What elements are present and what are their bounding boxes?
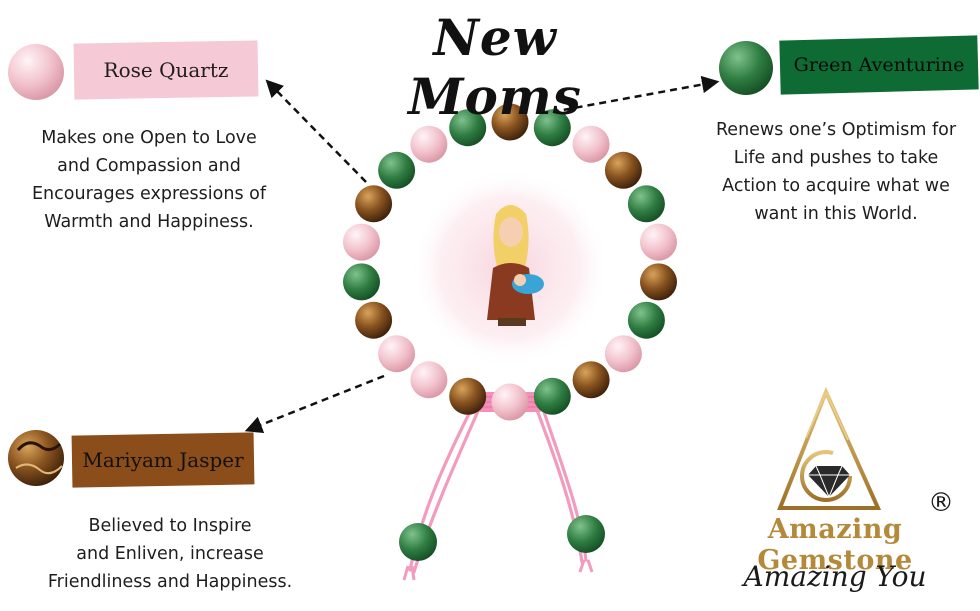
brand-logo-icon bbox=[777, 386, 882, 510]
mariyam-jasper-description: Believed to Inspire and Enliven, increas… bbox=[20, 512, 320, 596]
bracelet-bead-rose bbox=[491, 383, 529, 421]
bracelet-bead-green bbox=[449, 109, 487, 147]
green-aventurine-arrow bbox=[551, 75, 720, 114]
description-line: and Enliven, increase bbox=[76, 544, 264, 564]
end-bead-right bbox=[567, 515, 605, 553]
bracelet-bead-jasper bbox=[640, 263, 677, 301]
description-line: Warmth and Happiness. bbox=[44, 212, 254, 232]
brand-name: Amazing Gemstone bbox=[757, 514, 913, 576]
bracelet-bead-rose bbox=[378, 335, 416, 373]
description-line: Friendliness and Happiness. bbox=[47, 572, 293, 592]
rose-quartz-stone bbox=[8, 44, 64, 100]
bracelet-bead-jasper bbox=[355, 301, 393, 339]
bracelet-bead-green bbox=[533, 377, 571, 415]
bracelet-bead-jasper bbox=[491, 103, 529, 141]
bracelet-bead-green bbox=[533, 109, 571, 147]
bracelet-bead-rose bbox=[640, 223, 677, 261]
bracelet-bead-rose bbox=[572, 125, 610, 163]
bracelet-bead-rose bbox=[410, 125, 448, 163]
mariyam-jasper-label-bg bbox=[71, 432, 255, 488]
description-line: Renews one’s Optimism for bbox=[715, 120, 957, 140]
rose-quartz-label-bg bbox=[73, 40, 259, 100]
bracelet-bead-jasper bbox=[572, 361, 610, 399]
green-aventurine-stone bbox=[719, 41, 773, 95]
description-line: Makes one Open to Love bbox=[41, 128, 257, 148]
end-bead-left bbox=[399, 523, 437, 561]
description-line: and Compassion and bbox=[57, 156, 241, 176]
mariyam-jasper-arrow bbox=[244, 374, 385, 433]
bracelet-bead-green bbox=[343, 263, 380, 301]
bracelet-bead-green bbox=[627, 185, 665, 223]
bracelet-bead-green bbox=[378, 151, 416, 189]
page-title: New Moms bbox=[408, 8, 582, 126]
description-line: Life and pushes to take bbox=[733, 148, 939, 168]
bead-ring bbox=[343, 103, 677, 421]
mariyam-jasper-stone bbox=[8, 430, 64, 486]
bracelet-bead-jasper bbox=[449, 377, 487, 415]
registered-mark: ® bbox=[928, 488, 954, 518]
bracelet-bead-rose bbox=[343, 223, 380, 261]
description-line: Believed to Inspire bbox=[88, 516, 252, 536]
mom-holding-baby-illustration bbox=[487, 205, 544, 326]
description-line: want in this World. bbox=[754, 204, 918, 224]
bracelet-bead-jasper bbox=[604, 151, 642, 189]
description-line: Encourages expressions of bbox=[32, 184, 266, 204]
mariyam-jasper-label: Mariyam Jasper bbox=[82, 448, 244, 472]
description-line: Action to acquire what we bbox=[722, 176, 950, 196]
brand-tagline: Amazing You bbox=[743, 560, 927, 593]
green-aventurine-label-bg bbox=[779, 35, 979, 95]
green-aventurine-description: Renews one’s Optimism for Life and pushe… bbox=[696, 116, 976, 228]
rose-quartz-description: Makes one Open to Love and Compassion an… bbox=[8, 124, 290, 236]
green-aventurine-label: Green Aventurine bbox=[793, 54, 965, 76]
bracelet-bead-rose bbox=[604, 335, 642, 373]
bracelet-bead-jasper bbox=[355, 185, 393, 223]
bracelet-bead-rose bbox=[410, 361, 448, 399]
rose-quartz-label: Rose Quartz bbox=[103, 58, 229, 82]
diamond-icon bbox=[808, 465, 850, 499]
bracelet-bead-green bbox=[627, 301, 665, 339]
